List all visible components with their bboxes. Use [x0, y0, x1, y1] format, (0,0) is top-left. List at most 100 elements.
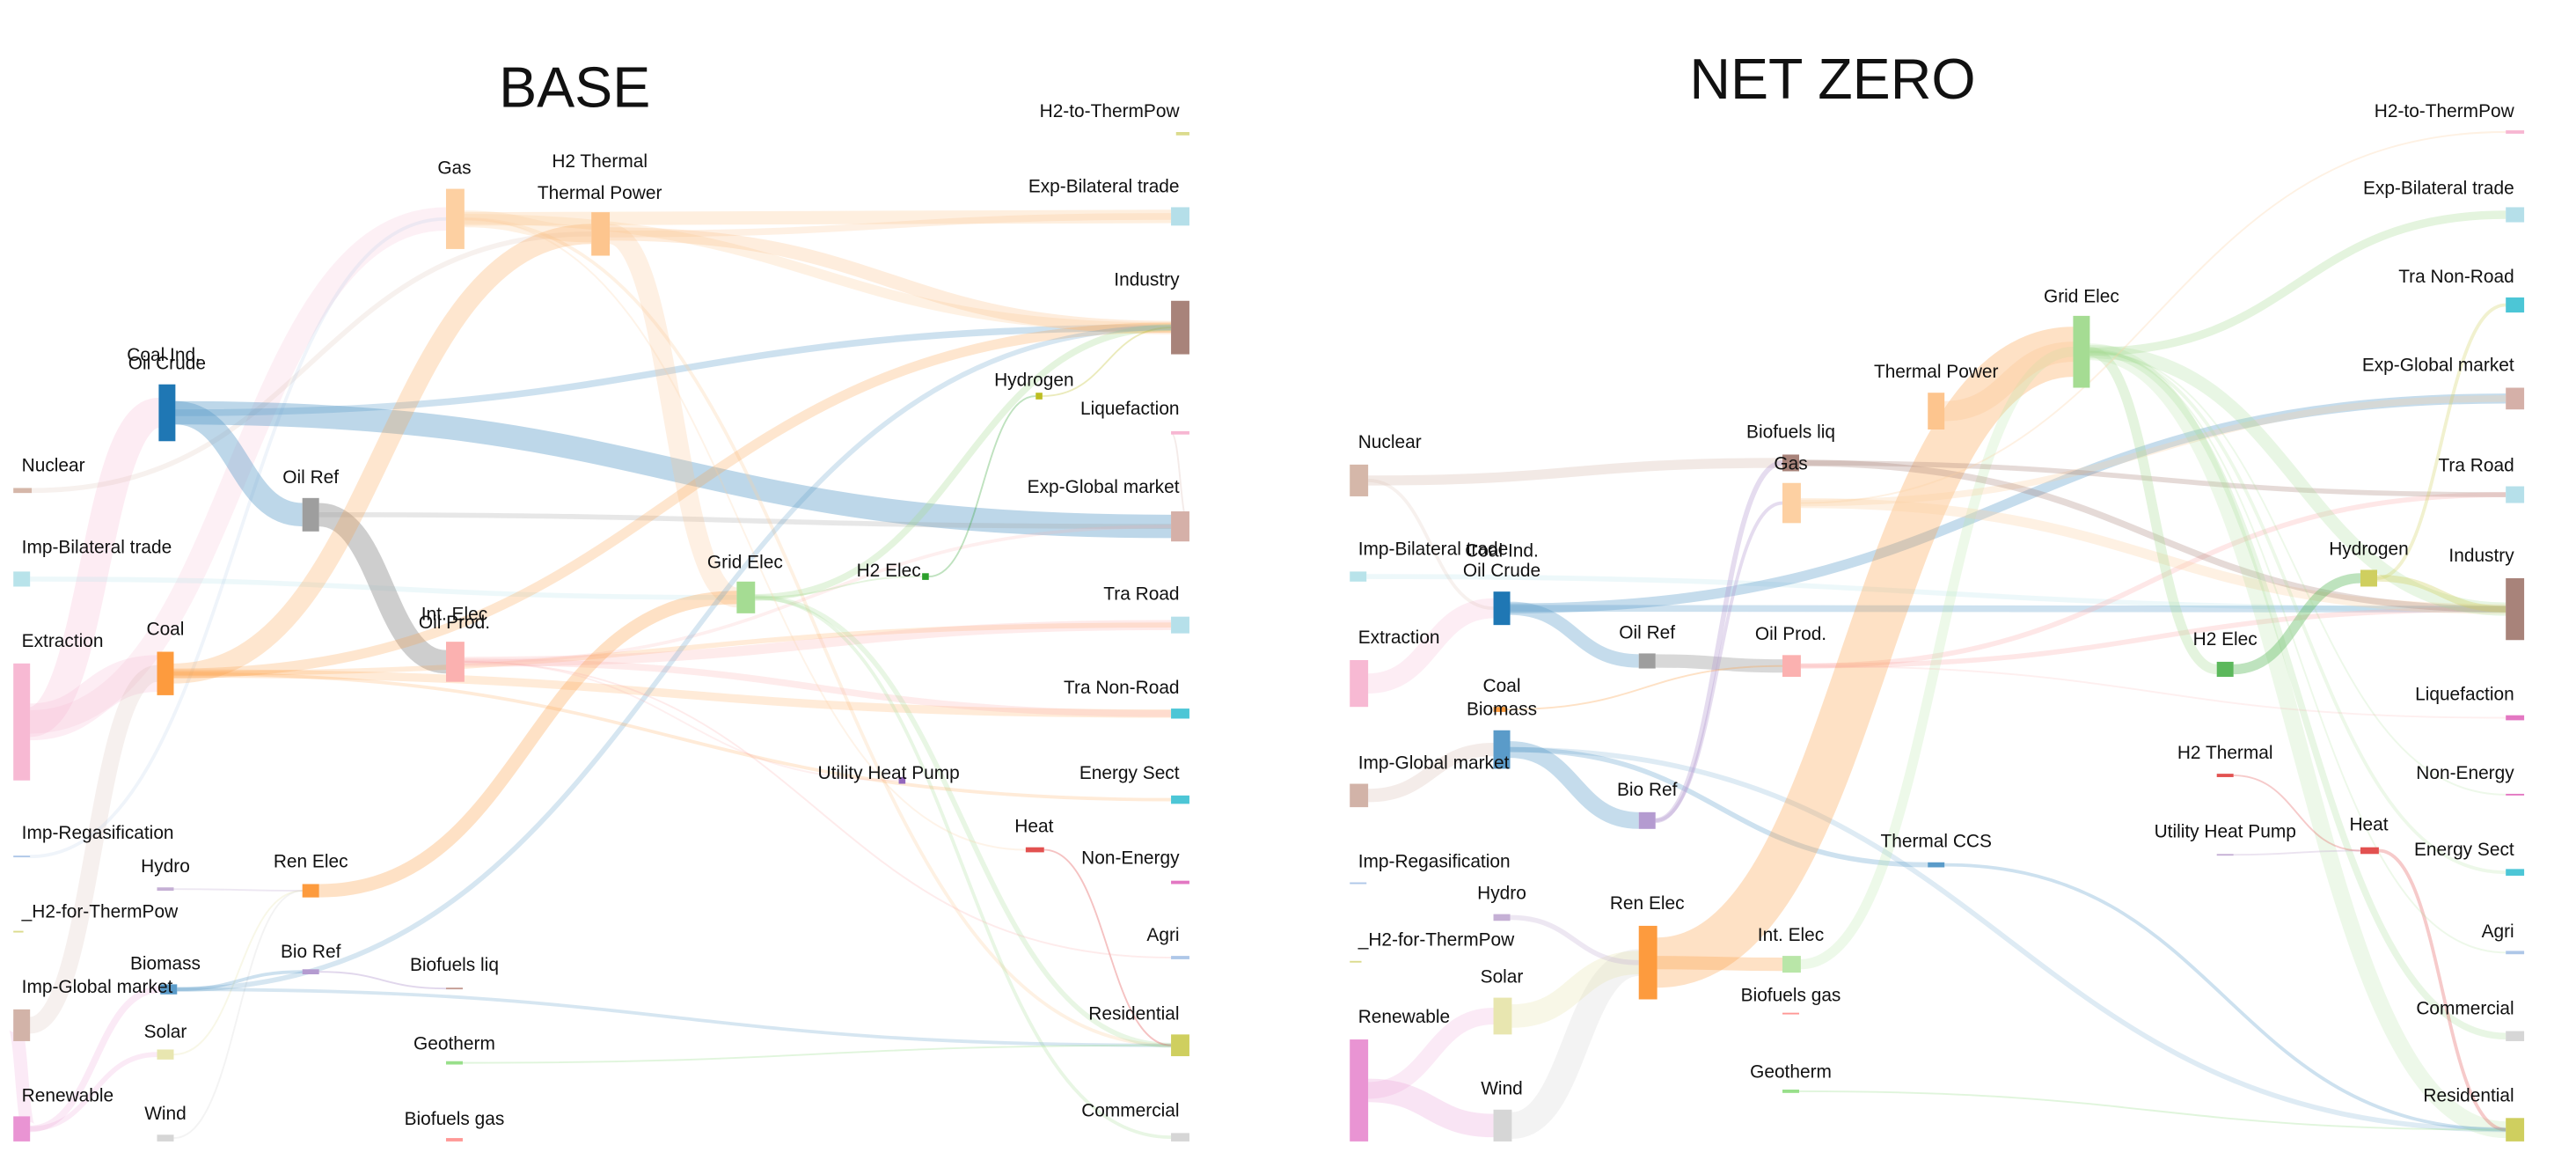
- node-label-tra-non-road: Tra Non-Road: [2398, 267, 2514, 287]
- node-solar: [157, 1049, 174, 1060]
- node-label-biofuels-gas: Biofuels gas: [405, 1109, 505, 1129]
- flow-link: [464, 660, 899, 782]
- flow-link: [755, 595, 1172, 1140]
- node-label-grid-elec: Grid Elec: [707, 553, 783, 573]
- flow-link: [173, 890, 303, 1056]
- node-label-h2-thermal: H2 Thermal: [552, 151, 648, 172]
- node-label-wind: Wind: [144, 1104, 187, 1124]
- node-oil-ref: [1638, 653, 1656, 669]
- node-label-geotherm: Geotherm: [413, 1033, 495, 1054]
- flow-link: [1367, 743, 1494, 803]
- flow-link: [2089, 348, 2506, 1040]
- flow-link: [2089, 350, 2506, 954]
- node-label-agri: Agri: [2482, 921, 2514, 942]
- node-label-exp-global-market: Exp-Global market: [1028, 477, 1180, 497]
- flow-link: [177, 987, 1172, 1047]
- node-label-tra-non-road: Tra Non-Road: [1064, 678, 1180, 698]
- node-oil-ref: [302, 497, 319, 532]
- flow-link: [1367, 598, 1495, 694]
- node-exp-global-market: [1171, 511, 1189, 542]
- node-biomass: [1493, 730, 1511, 769]
- node-grid-elec: [2073, 315, 2090, 388]
- node-ren-elec: [1638, 925, 1658, 1000]
- node-label-hydrogen: Hydrogen: [994, 371, 1074, 391]
- node-label-coal-ind: Coal Ind.: [1465, 540, 1539, 561]
- node-imp-regasification: [1350, 882, 1367, 885]
- node-imp-bilateral-trade: [13, 571, 31, 587]
- node-hydrogen: [2360, 569, 2377, 587]
- node-label-biofuels-gas: Biofuels gas: [1741, 985, 1841, 1005]
- node-label-oil-crude: Oil Crude: [128, 354, 206, 374]
- flow-link: [1510, 746, 2506, 1133]
- node-gas: [445, 188, 465, 249]
- node-energy-sect: [1171, 795, 1189, 804]
- flow-link: [173, 622, 1172, 677]
- node-thermal-ccs: [1928, 862, 1945, 868]
- node-geotherm: [445, 1061, 463, 1065]
- flow-link: [1510, 741, 1640, 829]
- node-tra-non-road: [2506, 297, 2525, 313]
- flow-link: [1655, 460, 1783, 824]
- flow-link: [177, 325, 1172, 992]
- node-label-int-elec: Int. Elec: [421, 604, 487, 624]
- flow-link: [464, 525, 1172, 664]
- flow-link: [29, 986, 161, 1133]
- flow-link: [462, 1044, 1172, 1064]
- flow-link: [1799, 1090, 2506, 1131]
- node-commercial: [2506, 1031, 2525, 1041]
- flow-link: [177, 970, 303, 991]
- node-label-grid-elec: Grid Elec: [2044, 287, 2119, 307]
- node-industry: [1171, 300, 1189, 355]
- node-label-extraction: Extraction: [22, 631, 104, 651]
- node-label-energy-sect: Energy Sect: [1079, 763, 1180, 783]
- node-bio-ref: [1638, 811, 1656, 829]
- flow-link: [2089, 349, 2506, 875]
- node-bio-ref: [302, 969, 319, 975]
- node-label-commercial: Commercial: [1081, 1100, 1179, 1120]
- node-solar: [1493, 997, 1512, 1035]
- flow-link: [26, 397, 162, 738]
- flow-link: [1800, 497, 2506, 614]
- node-label-imp-regasification: Imp-Regasification: [22, 823, 174, 843]
- node-wind: [1493, 1109, 1512, 1142]
- node-label-residential: Residential: [2423, 1085, 2514, 1105]
- flow-link: [464, 660, 1172, 958]
- node-biofuels-gas: [445, 1138, 463, 1142]
- node-label-hydrogen: Hydrogen: [2329, 539, 2409, 559]
- node-label-non-energy: Non-Energy: [1081, 848, 1180, 869]
- flow-link: [610, 227, 1172, 334]
- flow-link: [1799, 460, 2506, 497]
- flow-link: [1943, 341, 2074, 422]
- node-oil-prod: [1782, 655, 1801, 678]
- node-industry: [2506, 577, 2525, 641]
- node-h2-to-thermpow: [1175, 132, 1189, 136]
- flow-link: [175, 400, 1172, 539]
- node-label-oil-ref: Oil Ref: [282, 467, 339, 488]
- energy-nodes: [13, 130, 2525, 1142]
- node-biomass: [160, 984, 178, 995]
- node-label-h2-elec: H2 Elec: [857, 561, 921, 581]
- node-label-oil-ref: Oil Ref: [1619, 622, 1675, 642]
- node-label-h2-for-thermpow: _H2-for-ThermPow: [21, 901, 179, 921]
- flow-link: [2378, 848, 2506, 1132]
- node-tra-non-road: [1171, 708, 1189, 719]
- node-tra-road: [1171, 616, 1189, 634]
- node-residential: [2506, 1118, 2525, 1142]
- node-label-oil-crude: Oil Crude: [1463, 561, 1540, 581]
- node-h2-elec: [922, 573, 929, 580]
- flow-link: [1655, 654, 1783, 673]
- node-hydro: [157, 887, 174, 892]
- node-h2-for-thermpow: [1350, 960, 1362, 963]
- node-nuclear: [1350, 464, 1369, 496]
- node-label-imp-global-market: Imp-Global market: [22, 977, 173, 997]
- flow-link: [2233, 573, 2361, 675]
- node-label-industry: Industry: [2448, 546, 2514, 566]
- node-label-wind: Wind: [1481, 1079, 1523, 1099]
- node-label-nuclear: Nuclear: [1358, 432, 1422, 452]
- node-coal-ind: [158, 384, 176, 442]
- node-int-elec: [1782, 956, 1801, 973]
- flow-link: [1510, 601, 1639, 668]
- node-renewable: [13, 1116, 31, 1142]
- flow-link: [1800, 395, 2506, 507]
